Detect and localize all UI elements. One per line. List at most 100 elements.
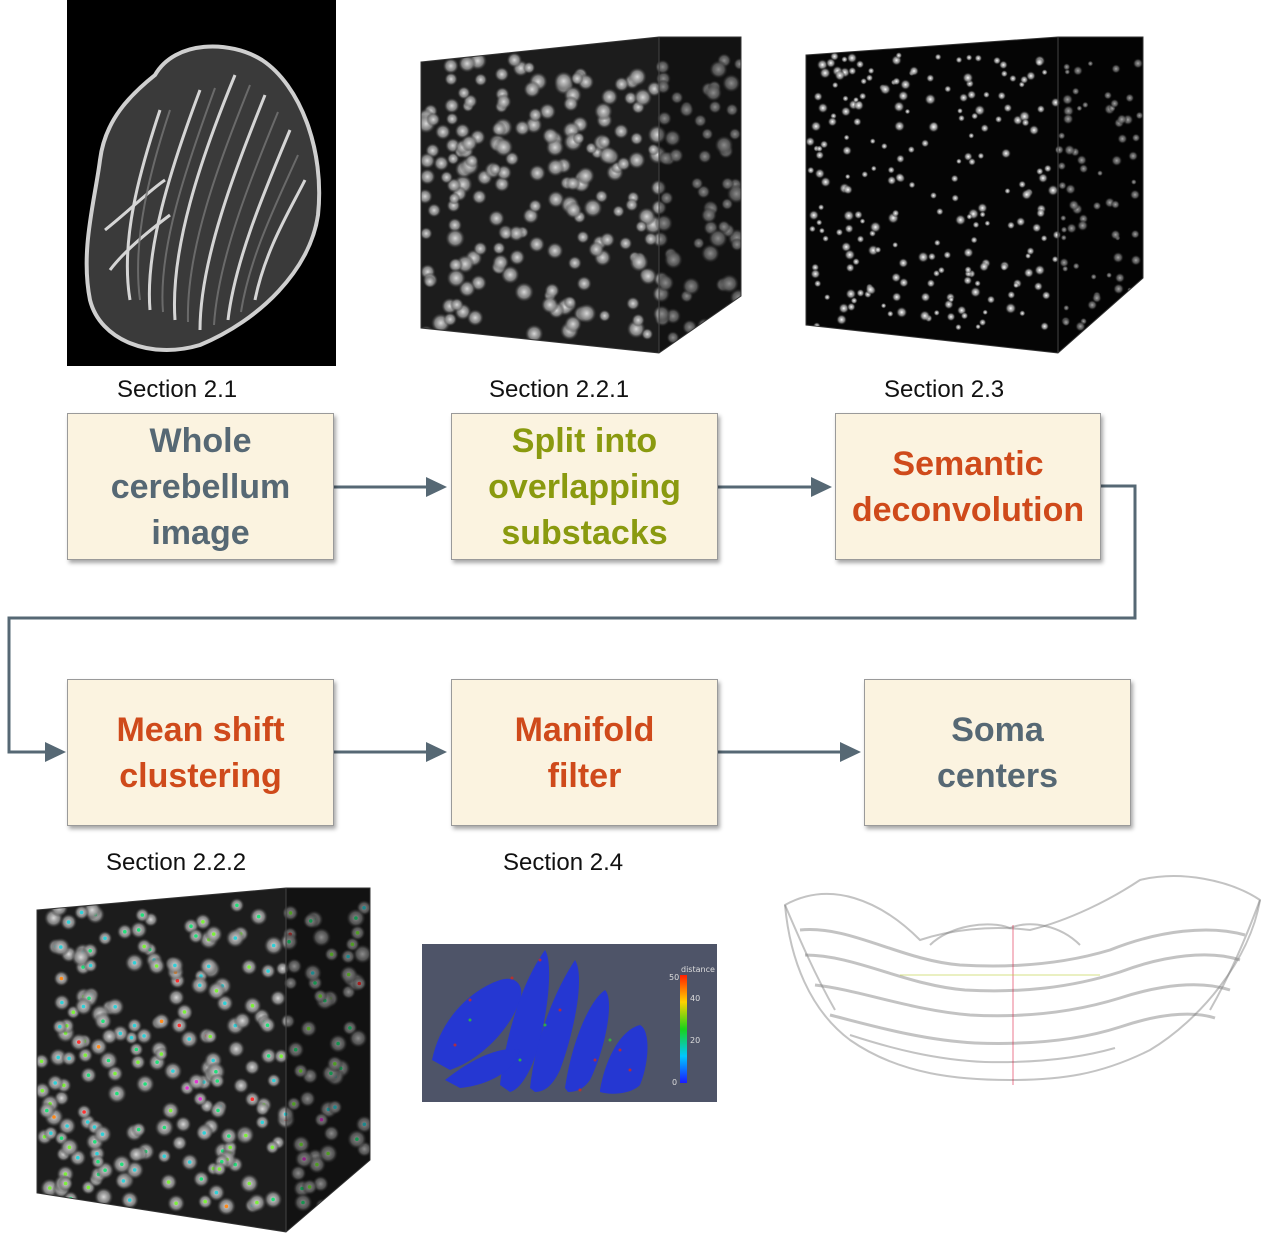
nucleus-texture <box>823 293 831 301</box>
nucleus-texture <box>1040 234 1048 242</box>
nucleus-texture <box>576 303 597 324</box>
nucleus-texture <box>542 127 559 145</box>
cluster-center-dot <box>103 936 107 941</box>
nucleus-texture <box>994 115 1003 124</box>
nucleus-texture <box>920 139 930 148</box>
nucleus-texture <box>822 235 830 243</box>
box-whole-line3: image <box>151 513 250 552</box>
nucleus-texture <box>1036 104 1046 114</box>
cluster-center-dot <box>54 1208 59 1213</box>
nucleus-texture <box>908 181 916 189</box>
nucleus-texture <box>647 124 667 145</box>
cluster-center-dot <box>211 932 216 936</box>
cluster-center-dot <box>71 1010 76 1014</box>
nucleus-texture <box>709 60 728 79</box>
cluster-center-dot <box>121 1179 126 1183</box>
nucleus-texture <box>859 218 866 225</box>
cluster-center-dot <box>250 1097 255 1101</box>
box-soma-centers: Soma centers <box>864 679 1131 826</box>
cluster-center-dot <box>287 939 291 944</box>
nucleus-texture <box>663 250 683 270</box>
nucleus-texture <box>1110 229 1121 240</box>
nucleus-texture <box>450 297 464 312</box>
cluster-center-dot <box>198 1097 202 1101</box>
nucleus-texture <box>806 136 816 147</box>
nucleus-texture <box>975 323 982 330</box>
nucleus-texture <box>852 257 861 266</box>
nucleus-texture <box>853 210 864 220</box>
nucleus-texture <box>679 102 694 118</box>
nucleus-texture <box>514 119 531 137</box>
cluster-center-dot <box>93 1140 97 1144</box>
cluster-center-dot <box>214 1190 219 1195</box>
nucleus-texture <box>426 112 441 127</box>
nucleus-texture <box>1018 180 1027 189</box>
nucleus-texture <box>843 184 853 195</box>
nucleus-texture <box>494 66 510 82</box>
nucleus-texture <box>846 302 856 312</box>
nucleus-texture <box>1081 101 1089 109</box>
cluster-center-dot <box>113 1071 117 1076</box>
nucleus-texture <box>233 1011 252 1030</box>
nucleus-texture <box>834 70 846 81</box>
nucleus-texture <box>1000 148 1012 159</box>
nucleus-texture <box>657 111 672 126</box>
nucleus-texture <box>1007 290 1016 300</box>
arrowhead-2 <box>811 477 832 497</box>
nucleus-texture <box>1105 272 1113 279</box>
nucleus-texture <box>1052 230 1062 240</box>
nucleus-texture <box>506 52 523 68</box>
nucleus-texture <box>1075 321 1086 332</box>
cluster-center-dot <box>48 1186 52 1190</box>
nucleus-texture <box>1078 163 1089 174</box>
nucleus-texture <box>635 220 648 233</box>
nucleus-texture <box>565 175 581 191</box>
nucleus-texture <box>538 102 557 121</box>
nucleus-texture <box>448 257 463 272</box>
nucleus-texture <box>280 1013 296 1029</box>
nucleus-texture <box>670 91 684 105</box>
cluster-center-dot <box>227 1134 231 1138</box>
cluster-center-dot <box>39 1059 44 1064</box>
cluster-center-dot <box>101 1019 105 1023</box>
nucleus-texture <box>1127 150 1139 162</box>
nucleus-texture <box>1023 267 1035 279</box>
nucleus-texture <box>320 1199 339 1218</box>
cluster-center-dot <box>95 1151 99 1156</box>
cluster-center-dot <box>214 1069 218 1074</box>
nucleus-texture <box>421 227 433 240</box>
legend-tick-20: 20 <box>690 1036 700 1045</box>
nucleus-texture <box>957 114 966 122</box>
cluster-center-dot <box>244 1133 248 1138</box>
cluster-center-dot <box>357 981 362 986</box>
nucleus-texture <box>891 291 902 303</box>
cluster-center-dot <box>118 1031 123 1036</box>
nucleus-texture <box>697 149 712 164</box>
nucleus-texture <box>489 163 502 176</box>
cluster-center-dot <box>233 936 238 940</box>
cluster-center-dot <box>134 1047 139 1052</box>
cluster-center-dot <box>198 983 202 988</box>
nucleus-texture <box>1025 70 1036 81</box>
nucleus-texture <box>955 56 963 64</box>
cluster-center-dot <box>113 1005 117 1009</box>
nucleus-texture <box>1026 246 1035 256</box>
nucleus-texture <box>817 102 829 114</box>
nucleus-texture <box>984 220 991 227</box>
cluster-center-dot <box>115 1091 119 1096</box>
nucleus-texture <box>546 242 564 260</box>
nucleus-texture <box>817 203 825 211</box>
nucleus-texture <box>448 192 461 205</box>
manifold-distance-map-image <box>422 944 717 1102</box>
cluster-center-dot <box>60 1000 64 1005</box>
nucleus-texture <box>842 95 849 102</box>
cluster-center-dot <box>159 1052 164 1056</box>
box-split-line1: Split into <box>511 421 658 460</box>
nucleus-texture <box>978 318 987 327</box>
nucleus-texture <box>845 263 855 273</box>
nucleus-texture <box>844 223 854 234</box>
cluster-center-dot <box>228 1145 232 1150</box>
cluster-center-dot <box>100 1132 105 1136</box>
nucleus-texture <box>466 309 484 327</box>
